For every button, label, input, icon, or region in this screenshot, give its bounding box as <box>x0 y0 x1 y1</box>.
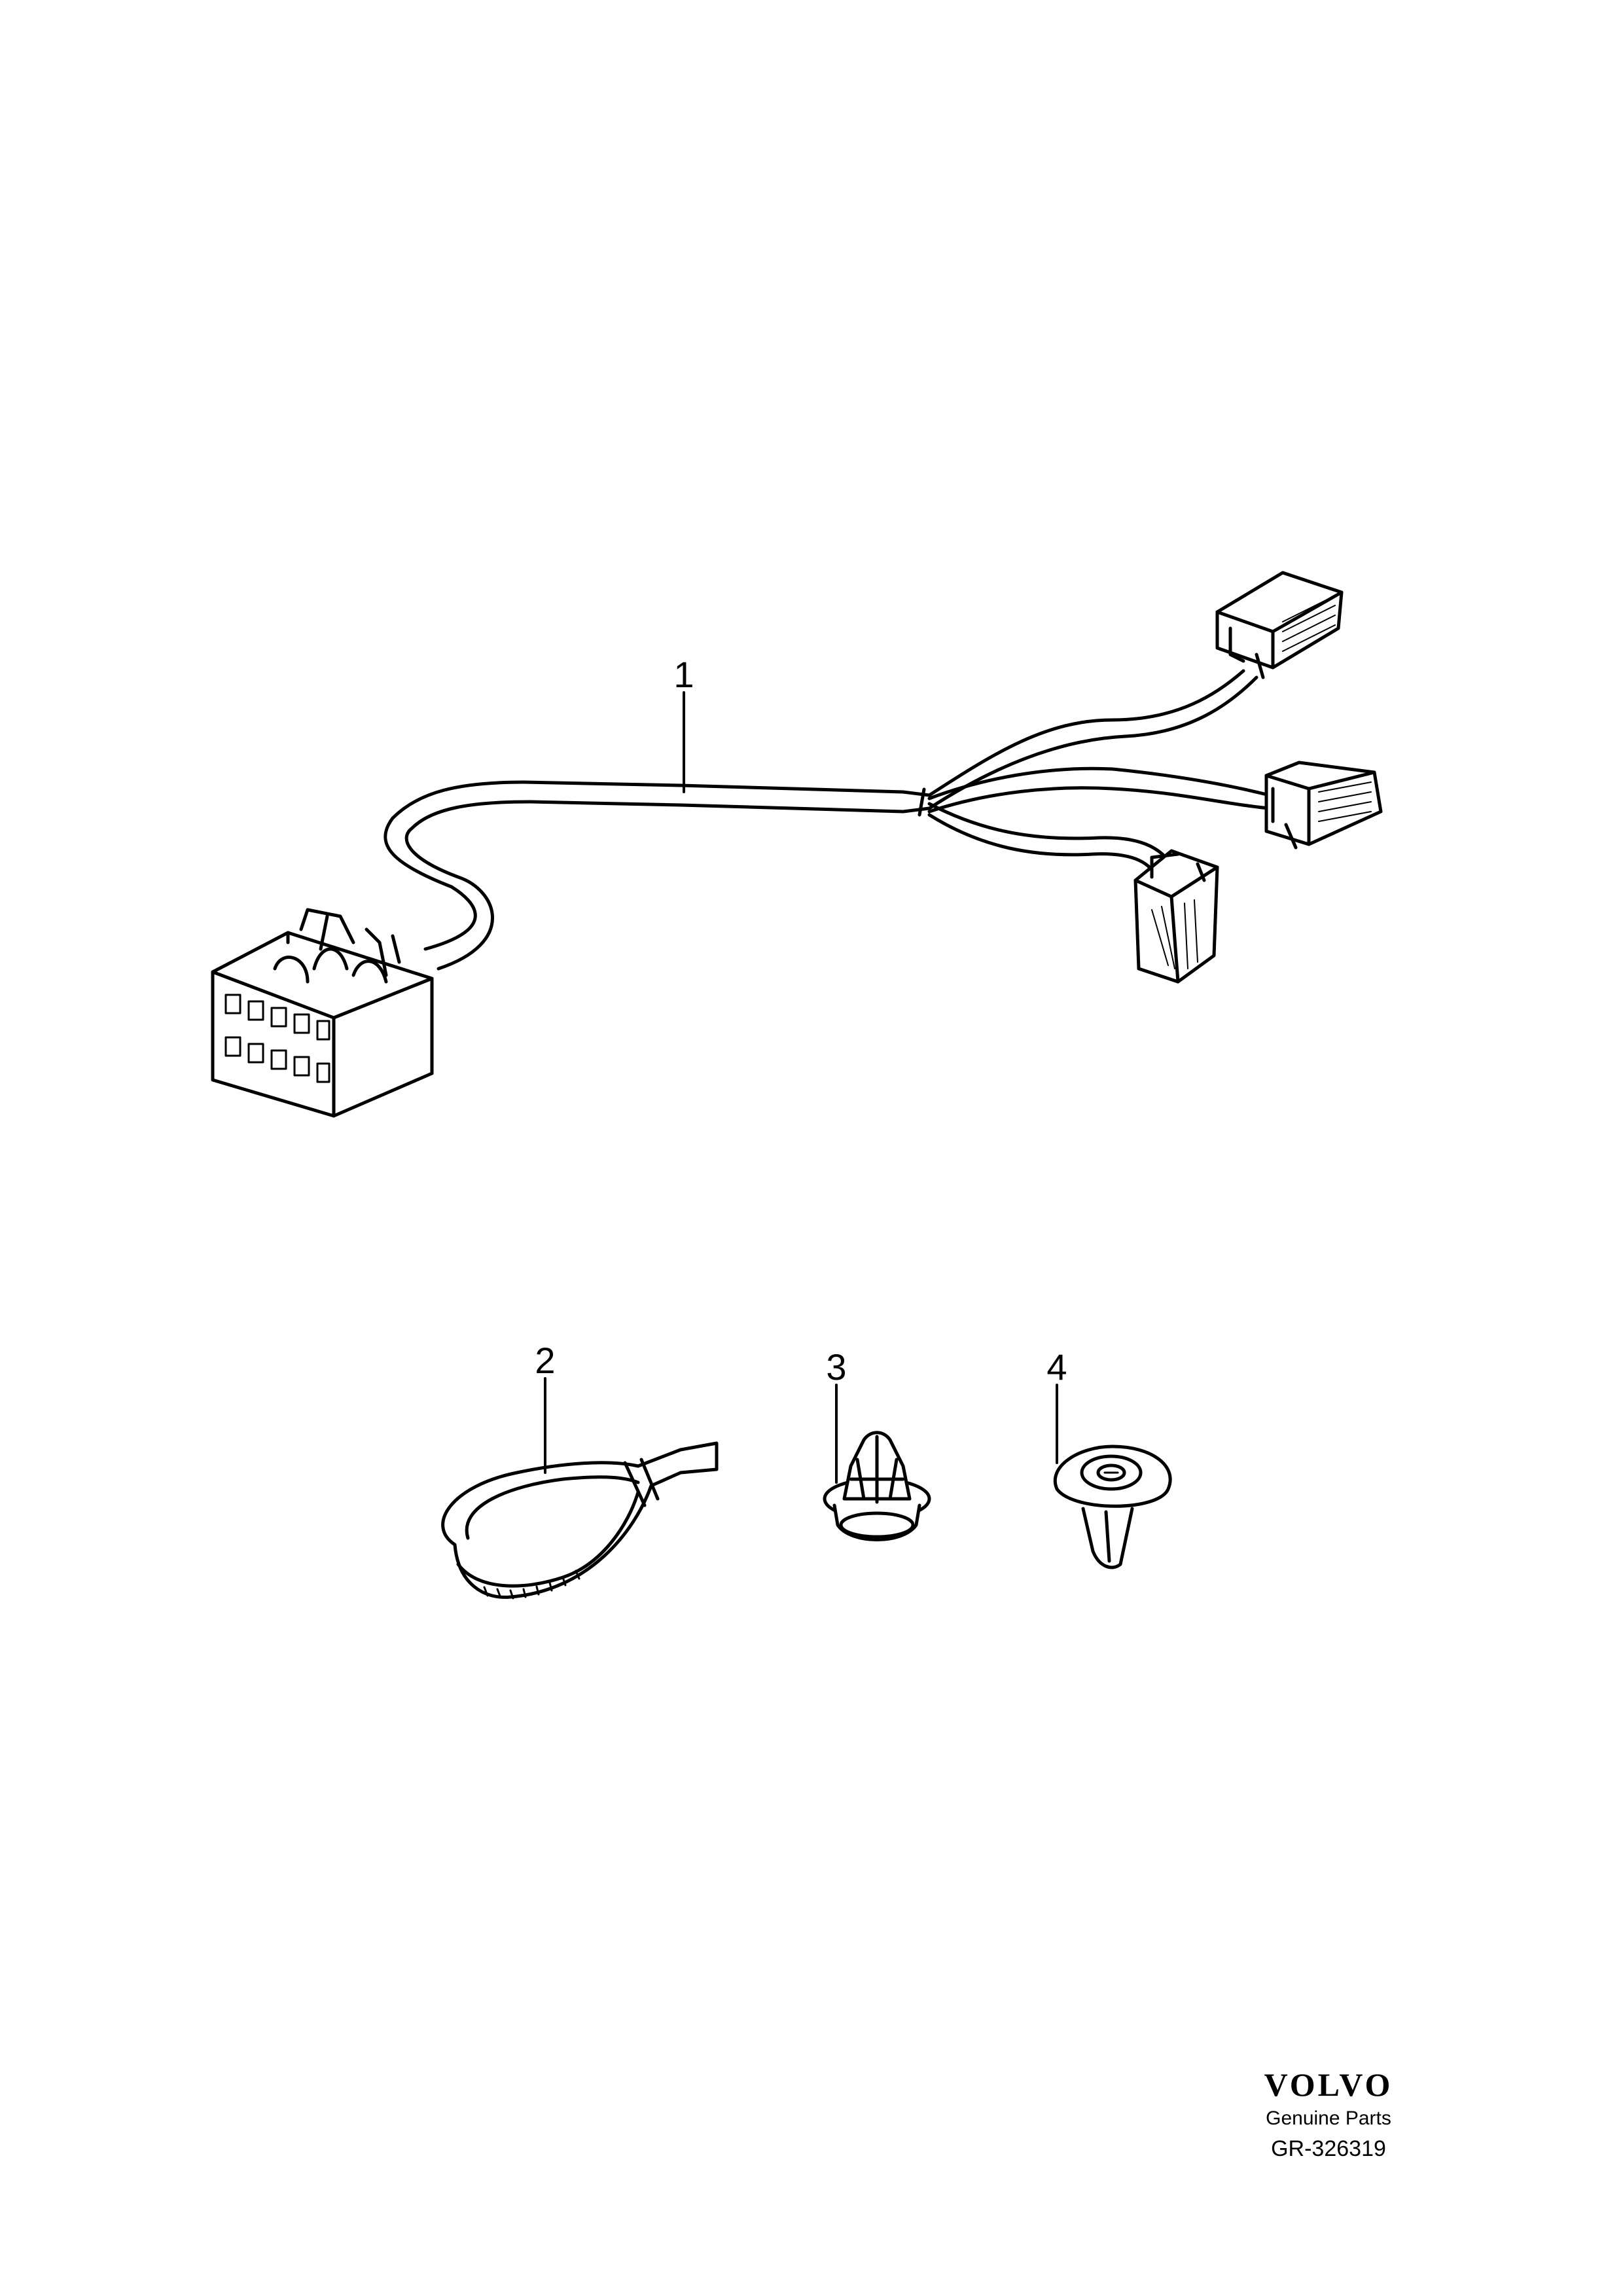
cable-tie <box>441 1377 719 1600</box>
diagram-code: GR-326319 <box>1271 2136 1386 2161</box>
branch-connector-bottom <box>1133 849 1219 984</box>
callout-label-2: 2 <box>535 1340 555 1381</box>
callout-label-4: 4 <box>1046 1346 1067 1388</box>
footer: VOLVO Genuine Parts GR-326319 <box>1224 2065 1433 2164</box>
branch-connector-right <box>1264 761 1383 850</box>
wiring-harness <box>211 571 1383 1118</box>
brand-logo: VOLVO <box>1264 2066 1393 2103</box>
trim-fastener <box>1053 1384 1172 1570</box>
callout-label-1: 1 <box>673 654 694 695</box>
brand-tagline: Genuine Parts <box>1266 2108 1391 2129</box>
main-connector <box>211 908 434 1118</box>
branch-connector-top <box>1215 571 1344 679</box>
push-clip <box>823 1384 931 1541</box>
callout-label-3: 3 <box>826 1346 846 1388</box>
